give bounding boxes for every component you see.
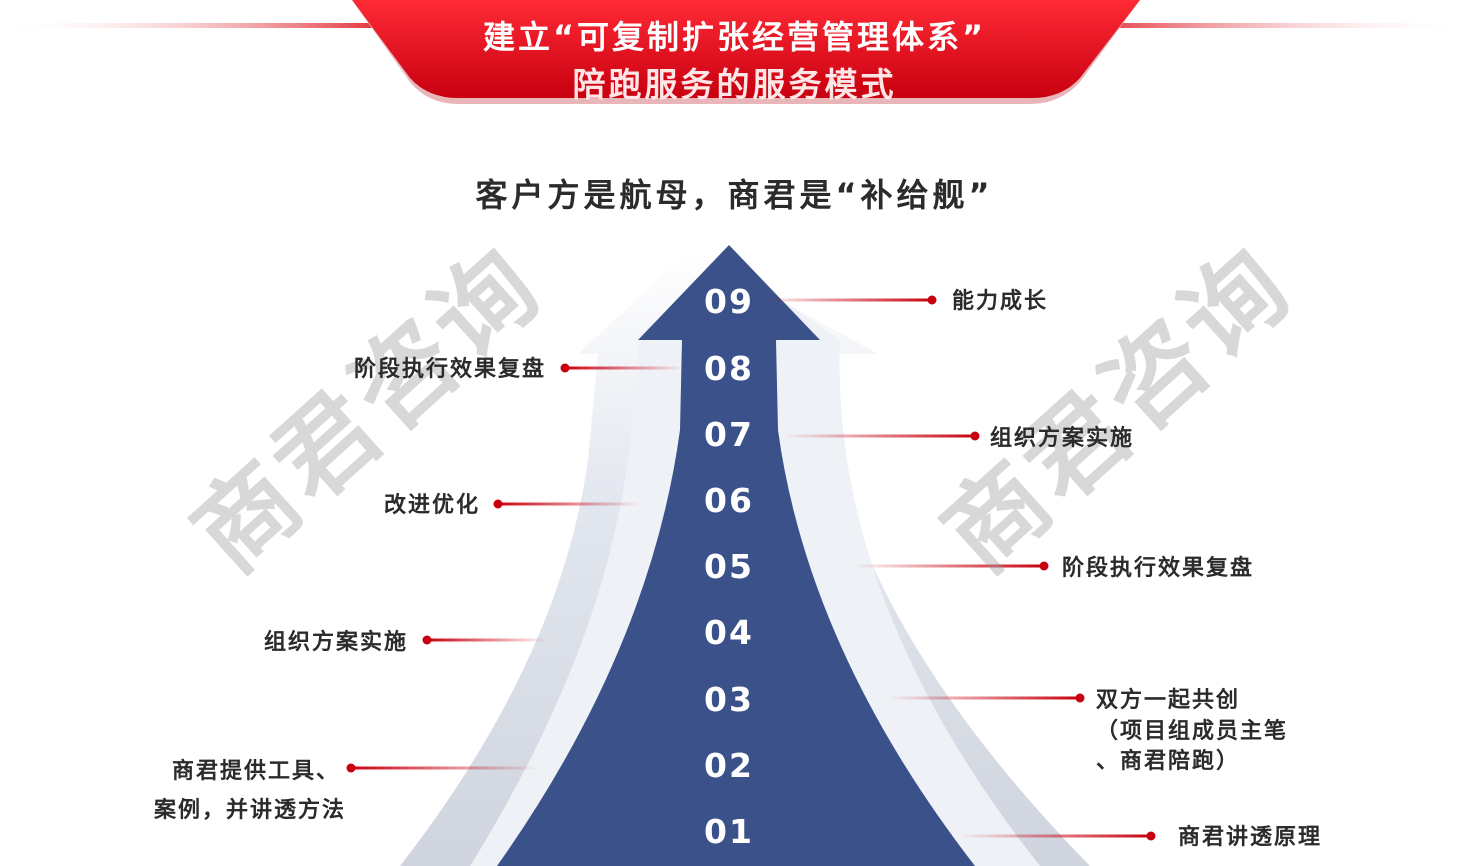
step-number-02: 02 — [704, 746, 754, 785]
step-number-01: 01 — [704, 812, 754, 851]
connector-01-line — [960, 834, 1151, 838]
step-label-07: 组织方案实施 — [990, 426, 1135, 451]
connector-07-dot — [970, 431, 980, 441]
connector-06-line — [498, 502, 640, 506]
connector-04-line — [427, 638, 548, 642]
main-arrow — [497, 245, 975, 866]
connector-03-dot — [1075, 693, 1085, 703]
step-label-05: 阶段执行效果复盘 — [1062, 556, 1255, 581]
step-number-03: 03 — [704, 680, 754, 719]
connector-06-dot — [493, 499, 503, 509]
connector-03-line — [888, 696, 1080, 700]
banner-subtitle: 陪跑服务的服务模式 — [572, 65, 897, 104]
diagram-subtitle: 客户方是航母，商君是“补给舰” — [475, 176, 994, 214]
step-number-08: 08 — [704, 349, 754, 388]
step-number-07: 07 — [704, 415, 754, 454]
connector-08-dot — [560, 363, 570, 373]
step-number-09: 09 — [704, 282, 754, 321]
step-label-03-line2: （项目组成员主笔 — [1096, 719, 1289, 744]
step-label-03-line3: 、商君陪跑） — [1096, 749, 1241, 774]
banner-title: 建立“可复制扩张经营管理体系” — [482, 18, 987, 56]
connector-05-line — [852, 564, 1044, 568]
step-label-02-line2: 案例，并讲透方法 — [153, 798, 346, 823]
connector-02-line — [351, 766, 540, 770]
step-label-04: 组织方案实施 — [263, 630, 408, 655]
connector-04-dot — [422, 635, 432, 645]
connector-09-dot — [927, 295, 937, 305]
step-number-04: 04 — [704, 613, 754, 652]
banner-glow-right — [1090, 23, 1469, 28]
step-label-08: 阶段执行效果复盘 — [353, 357, 546, 382]
connector-02-dot — [346, 763, 356, 773]
connectors — [346, 295, 1156, 841]
step-label-03: 双方一起共创 — [1096, 688, 1241, 713]
connector-09-line — [758, 298, 932, 302]
connector-01-dot — [1146, 831, 1156, 841]
connector-07-line — [784, 434, 975, 438]
banner-shape — [352, 0, 1140, 98]
step-label-09: 能力成长 — [952, 289, 1049, 314]
step-label-02: 商君提供工具、 — [171, 759, 340, 784]
step-number-06: 06 — [704, 481, 754, 520]
connector-08-line — [565, 366, 684, 370]
step-label-01: 商君讲透原理 — [1178, 825, 1323, 850]
step-number-05: 05 — [704, 547, 754, 586]
step-label-06: 改进优化 — [383, 493, 480, 518]
banner-glow-left — [0, 23, 380, 28]
connector-05-dot — [1039, 561, 1049, 571]
